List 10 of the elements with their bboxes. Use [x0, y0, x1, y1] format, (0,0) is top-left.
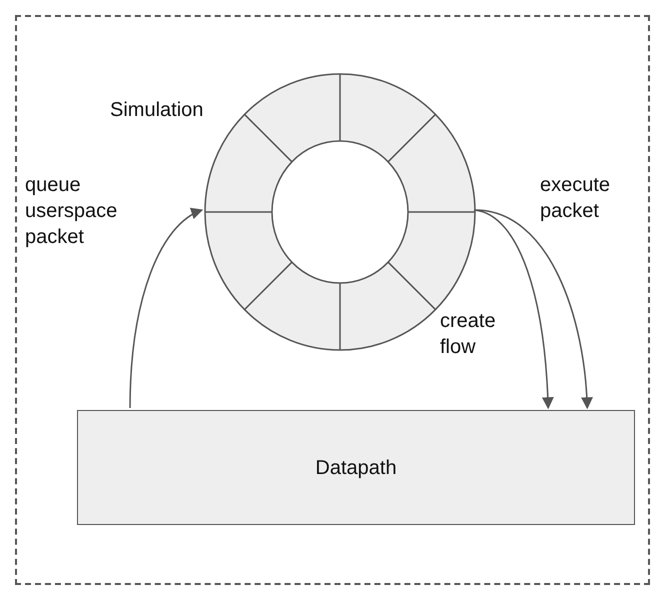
- edge-label: queue userspace packet: [25, 173, 118, 250]
- datapath-box: [77, 410, 635, 525]
- box-label: Datapath: [315, 456, 397, 480]
- arrow: [129, 209, 204, 408]
- edge-label: execute packet: [540, 173, 612, 224]
- arrow: [474, 209, 593, 410]
- dashed-frame: [15, 15, 650, 585]
- arrow: [474, 209, 554, 410]
- edge-label: create flow: [440, 309, 497, 360]
- ring-heading: Simulation: [110, 98, 204, 123]
